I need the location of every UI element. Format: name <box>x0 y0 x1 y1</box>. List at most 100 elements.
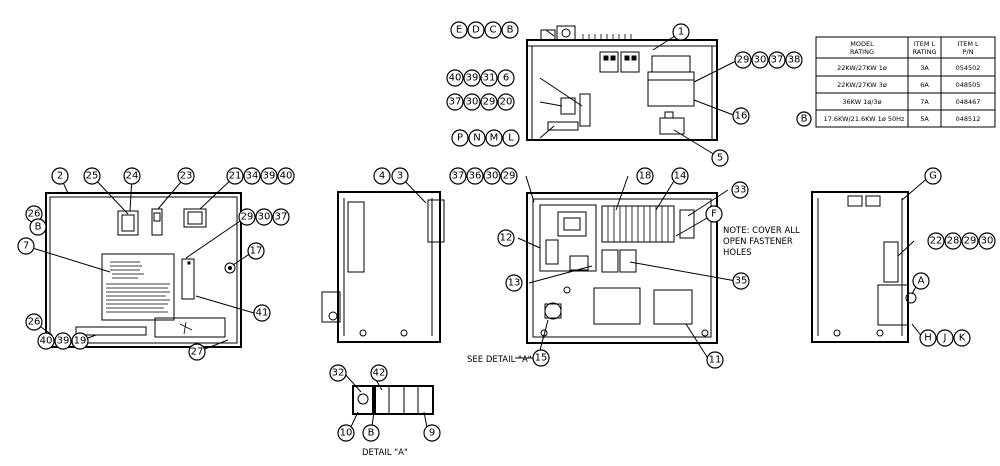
item-balloon: 30 <box>978 232 996 250</box>
balloon-circle <box>961 232 979 250</box>
table-cell-pn: 048505 <box>956 81 981 89</box>
item-balloon: 38 <box>785 51 803 69</box>
balloon-circle <box>463 69 481 87</box>
balloon-label: 30 <box>981 236 994 247</box>
balloon-circle <box>732 107 750 125</box>
balloon-label: 40 <box>280 171 293 182</box>
balloon-label: 10 <box>340 428 353 439</box>
item-balloon: 41 <box>253 304 271 322</box>
balloon-label: 14 <box>674 171 687 182</box>
item-balloon: 14 <box>671 167 689 185</box>
balloon-label: 41 <box>256 308 269 319</box>
item-balloon: 18 <box>636 167 654 185</box>
balloon-label: 40 <box>449 73 462 84</box>
balloon-circle <box>497 93 515 111</box>
balloon-circle <box>978 232 996 250</box>
leader-lines <box>25 29 931 434</box>
cover-note-line-2: OPEN FASTENER <box>723 237 793 247</box>
balloon-circle <box>243 167 261 185</box>
item-balloon: 9 <box>423 424 441 442</box>
balloon-circle <box>480 69 498 87</box>
balloon-label: F <box>711 209 717 220</box>
item-balloon: D <box>467 21 485 39</box>
svg-text:B: B <box>801 114 808 125</box>
item-balloon: 3 <box>391 167 409 185</box>
balloon-label: 17 <box>250 246 263 257</box>
balloon-label: J <box>943 333 947 344</box>
item-balloon: A <box>912 272 930 290</box>
balloon-circle <box>226 167 244 185</box>
balloon-label: G <box>929 171 937 182</box>
balloon-circle <box>362 424 380 442</box>
item-balloon: 37 <box>449 167 467 185</box>
item-balloon: 20 <box>497 93 515 111</box>
item-balloon: 4 <box>373 167 391 185</box>
balloon-circle <box>83 167 101 185</box>
balloon-circle <box>936 329 954 347</box>
balloon-label: 37 <box>771 55 784 66</box>
detail-a-title: DETAIL "A" <box>362 448 408 458</box>
table-cell-model: 22KW/27KW 3ø <box>837 81 887 89</box>
balloon-label: 19 <box>74 336 87 347</box>
balloon-label: 39 <box>57 336 70 347</box>
table-cell-rating: 3A <box>920 64 929 72</box>
item-balloon: 22 <box>927 232 945 250</box>
table-header-model-2: RATING <box>850 48 874 56</box>
balloon-label: 16 <box>735 111 748 122</box>
balloon-circle <box>188 343 206 361</box>
balloon-circle <box>260 167 278 185</box>
item-balloon: 2 <box>51 167 69 185</box>
item-balloon: B <box>29 218 47 236</box>
balloon-label: 29 <box>241 212 254 223</box>
balloon-label: 11 <box>709 355 722 366</box>
balloon-label: 39 <box>263 171 276 182</box>
item-balloon: 37 <box>768 51 786 69</box>
balloon-circle <box>71 332 89 350</box>
balloon-circle <box>177 167 195 185</box>
balloon-circle <box>672 23 690 41</box>
table-cell-model: 36KW 1ø/3ø <box>842 98 881 106</box>
balloon-label: 26 <box>28 209 41 220</box>
item-balloon: 17 <box>247 242 265 260</box>
balloon-label: E <box>456 25 462 36</box>
balloon-label: 29 <box>964 236 977 247</box>
balloon-circle <box>731 181 749 199</box>
balloon-circle <box>953 329 971 347</box>
balloon-circle <box>480 93 498 111</box>
balloon-label: 34 <box>246 171 259 182</box>
balloon-circle <box>54 332 72 350</box>
item-balloon: 15 <box>532 349 550 367</box>
balloon-label: 20 <box>500 97 513 108</box>
item-balloon: 30 <box>751 51 769 69</box>
balloon-circle <box>123 167 141 185</box>
balloon-circle <box>671 167 689 185</box>
table-cell-rating: 7A <box>920 98 929 106</box>
item-balloon: 35 <box>732 272 750 290</box>
table-header-rating-2: RATING <box>913 48 937 56</box>
balloon-label: 9 <box>429 428 435 439</box>
balloon-label: 26 <box>28 317 41 328</box>
balloon-label: B <box>507 25 514 36</box>
detail-a-view <box>352 385 434 415</box>
balloon-circle <box>51 167 69 185</box>
top-view <box>526 25 718 141</box>
balloon-circle <box>705 205 723 223</box>
balloon-circle <box>238 208 256 226</box>
item-balloon: 40 <box>37 332 55 350</box>
item-balloon: 42 <box>370 364 388 382</box>
balloon-circle <box>255 208 273 226</box>
item-balloon: 1 <box>672 23 690 41</box>
balloon-circle <box>449 167 467 185</box>
item-balloon: K <box>953 329 971 347</box>
item-balloon: 31 <box>480 69 498 87</box>
balloon-label: H <box>924 333 932 344</box>
balloon-circle <box>468 129 486 147</box>
balloon-label: 37 <box>449 97 462 108</box>
item-balloon: 25 <box>83 167 101 185</box>
balloon-circle <box>463 93 481 111</box>
balloon-circle <box>497 69 515 87</box>
balloon-circle <box>423 424 441 442</box>
item-balloon: 11 <box>706 351 724 369</box>
balloon-label: 38 <box>788 55 801 66</box>
